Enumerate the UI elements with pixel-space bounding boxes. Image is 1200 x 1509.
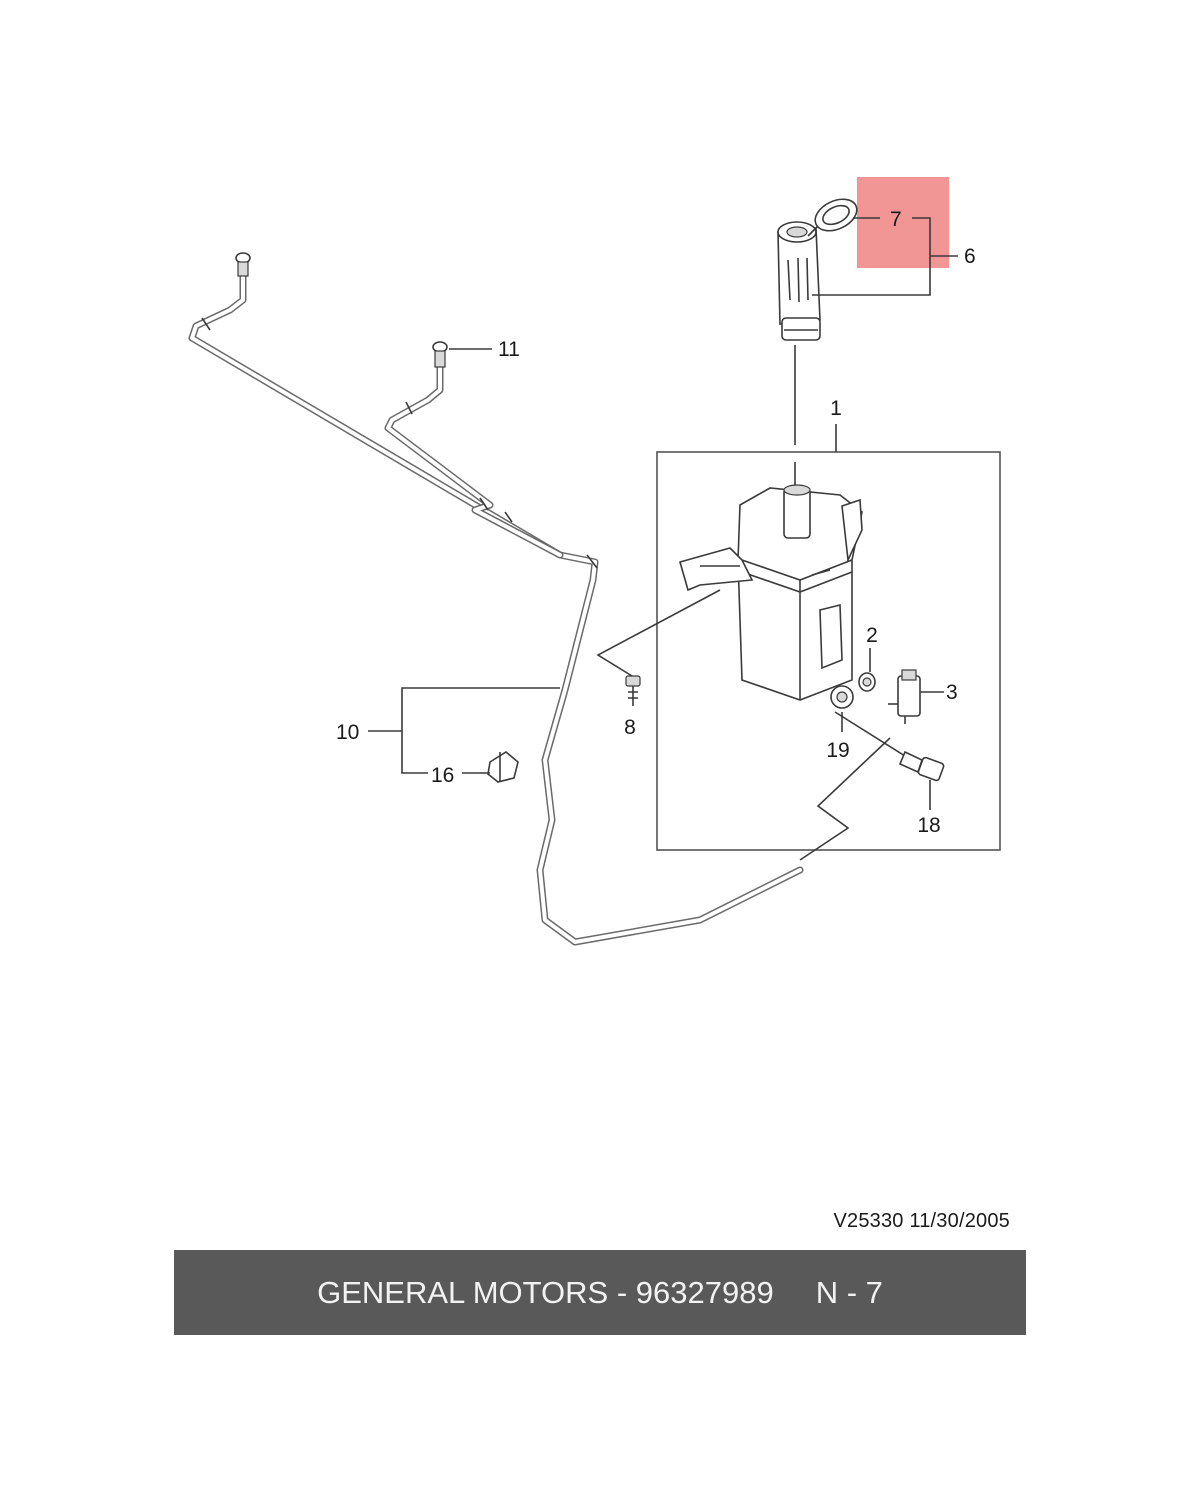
hose-zigzag (799, 737, 891, 861)
callout-7: 7 (890, 208, 902, 231)
washer-pump-part-3 (888, 669, 921, 724)
callout-11: 11 (498, 338, 520, 361)
footer-bar: GENERAL MOTORS - 96327989 N - 7 (174, 1250, 1026, 1335)
level-sensor-part-18 (898, 750, 945, 782)
callout-19: 19 (826, 739, 849, 762)
callout-10: 10 (336, 721, 359, 744)
footer-brand-part-number: GENERAL MOTORS - 96327989 (317, 1274, 774, 1310)
callout-6: 6 (964, 245, 976, 268)
callout-16: 16 (431, 764, 454, 787)
grommet-part-2 (858, 672, 876, 692)
filler-neck-part (777, 221, 821, 341)
leader-zigzag-8 (596, 589, 721, 677)
washer-hose-part-10 (188, 258, 804, 946)
washer-reservoir-tank (737, 484, 863, 701)
filler-cap-part (807, 198, 858, 237)
callout-18: 18 (917, 814, 940, 837)
callout-3: 3 (946, 681, 958, 704)
clip-part-16 (487, 751, 519, 783)
callout-8: 8 (624, 716, 636, 739)
nozzle-left (235, 252, 251, 277)
assembly-box (656, 451, 1001, 851)
nozzle-part-11 (432, 341, 448, 368)
callout-2: 2 (866, 624, 878, 647)
mounting-bracket (679, 547, 754, 592)
diagram-reference-code: V25330 11/30/2005 (833, 1210, 1010, 1232)
seal-part-19 (830, 685, 854, 709)
footer-page-ref: N - 7 (815, 1274, 883, 1310)
bolt-part-8 (625, 675, 641, 706)
callout-1: 1 (830, 397, 842, 420)
sensor-guide-line (834, 711, 906, 757)
leader-bracket-10 (401, 687, 560, 774)
highlight-region (857, 177, 949, 268)
